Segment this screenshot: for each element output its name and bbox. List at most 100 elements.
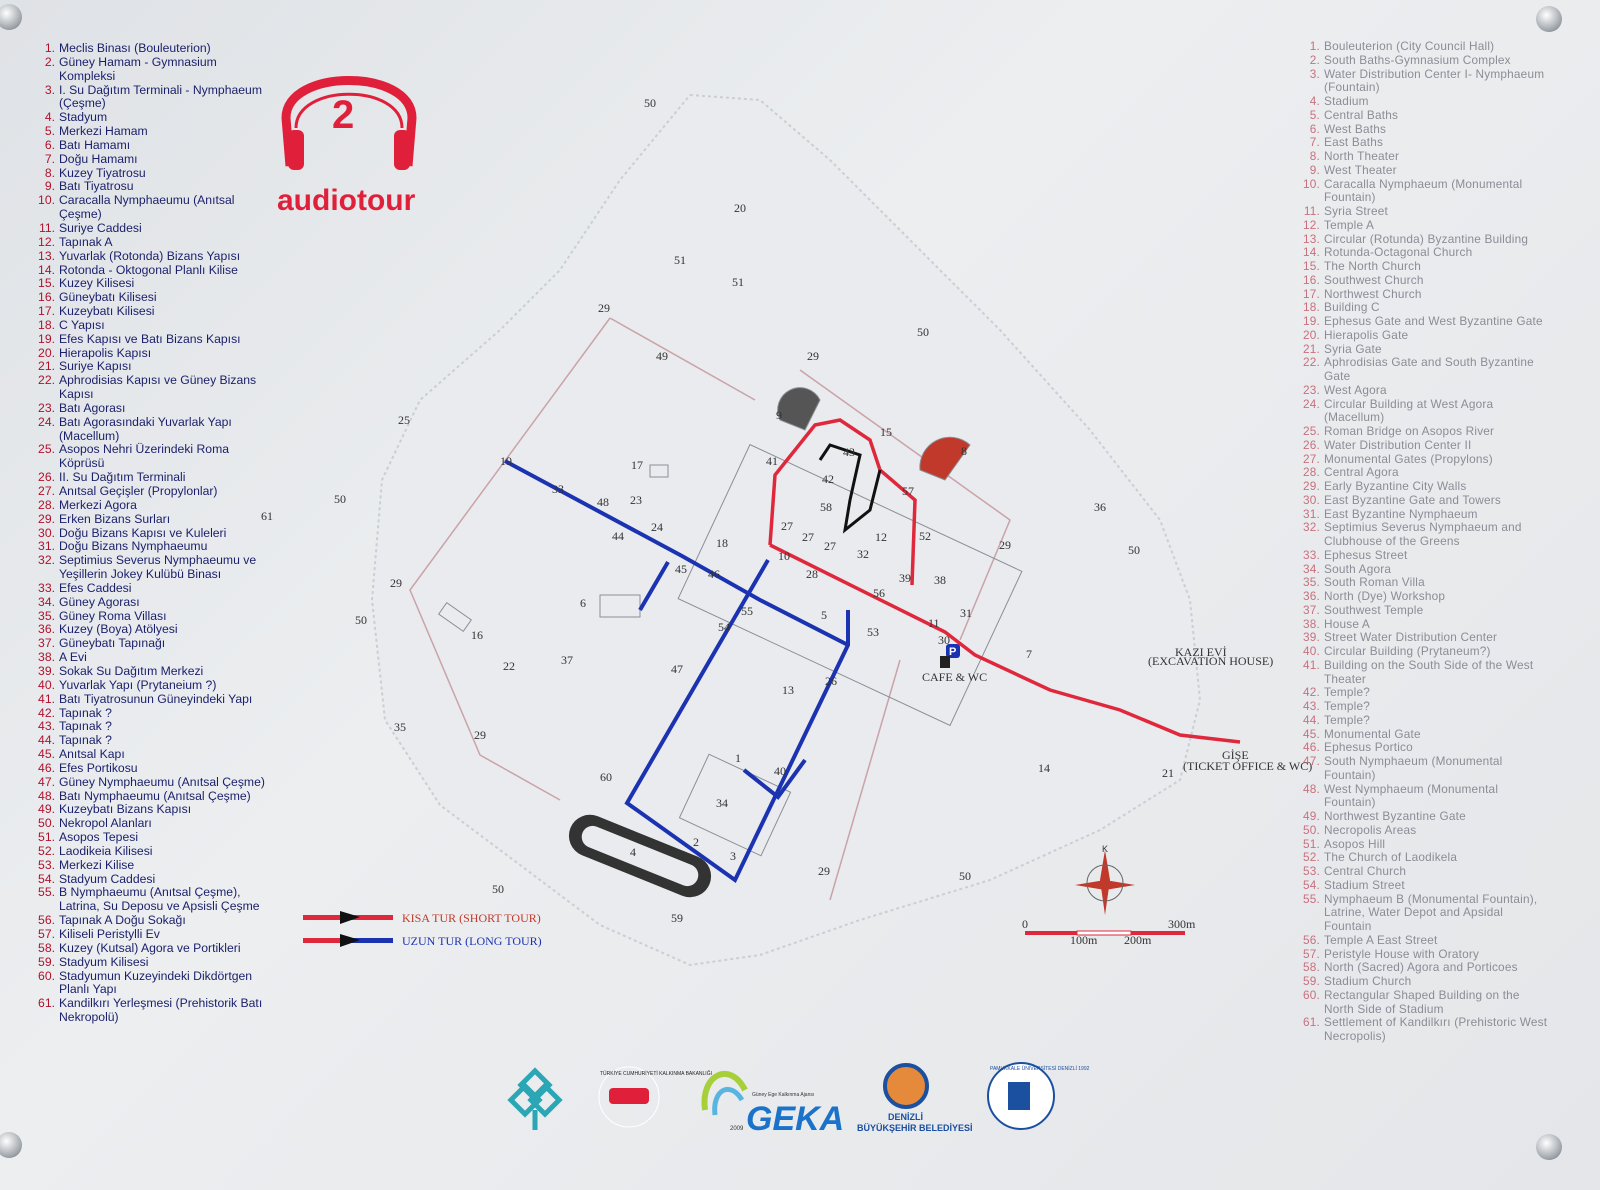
item-label: Güney Hamam - Gymnasium Kompleksi	[59, 54, 217, 83]
item-label: Water Distribution Center I- Nymphaeum (…	[1324, 66, 1545, 95]
item-label: Rectangular Shaped Building on the North…	[1324, 987, 1520, 1016]
list-item: 46.Efes Portikosu	[32, 761, 272, 776]
map-marker: 59	[671, 911, 683, 925]
item-number: 34.	[38, 594, 55, 609]
item-number: 2.	[44, 54, 55, 69]
item-label: Anıtsal Kapı	[59, 747, 125, 762]
item-number: 28.	[1303, 465, 1320, 480]
list-item: 29.Early Byzantine City Walls	[1298, 479, 1548, 494]
item-label: Batı Agorası	[59, 400, 126, 415]
list-item: 60.Rectangular Shaped Building on the No…	[1298, 987, 1548, 1017]
item-number: 55.	[1303, 891, 1320, 906]
item-number: 29.	[1303, 479, 1320, 493]
item-label: Settlement of Kandilkırı (Prehistoric We…	[1324, 1015, 1548, 1043]
item-number: 34.	[1303, 561, 1320, 576]
item-number: 4.	[1309, 94, 1320, 108]
item-label: Caracalla Nymphaeumu (Anıtsal Çeşme)	[59, 193, 235, 222]
list-item: 35.Güney Roma Villası	[32, 608, 272, 624]
item-label: Tapınak A	[59, 234, 113, 249]
list-item: 4.Stadium	[1298, 94, 1548, 109]
list-item: 20.Hierapolis Gate	[1298, 328, 1548, 343]
map-marker: 45	[675, 562, 687, 576]
map-marker: 50	[334, 492, 346, 506]
list-item: 18.Building C	[1298, 300, 1548, 315]
list-item: 34.South Agora	[1298, 561, 1548, 577]
map-marker: 50	[917, 325, 929, 339]
item-label: Circular Building at West Agora (Macellu…	[1324, 396, 1494, 425]
map-marker: 54	[718, 620, 730, 634]
list-item: 50.Necropolis Areas	[1298, 823, 1548, 838]
item-number: 36.	[38, 622, 55, 637]
list-item: 11.Syria Street	[1298, 204, 1548, 219]
list-item: 45.Anıtsal Kapı	[32, 747, 272, 762]
city-wall	[409, 317, 611, 801]
item-label: Circular Building (Prytaneum?)	[1324, 644, 1491, 658]
item-number: 5.	[44, 124, 55, 139]
list-item: 44.Temple?	[1298, 713, 1548, 728]
item-label: Yuvarlak Yapı (Prytaneium ?)	[59, 677, 217, 692]
list-item: 25.Asopos Nehri Üzerindeki Roma Köprüsü	[32, 443, 272, 471]
map-marker: 32	[857, 547, 869, 561]
culture-ministry-logo	[507, 1067, 563, 1130]
item-label: Southwest Temple	[1324, 602, 1424, 617]
map-marker: 6	[580, 596, 586, 610]
list-item: 16.Güneybatı Kilisesi	[32, 290, 272, 305]
item-number: 51.	[38, 830, 55, 845]
list-item: 53.Central Church	[1298, 864, 1548, 879]
item-number: 58.	[38, 940, 55, 955]
city-wall	[799, 369, 1011, 641]
item-label: Hierapolis Kapısı	[59, 345, 152, 360]
item-number: 49.	[1303, 809, 1320, 823]
item-number: 57.	[1303, 946, 1320, 961]
city-wall	[609, 317, 756, 401]
map-marker: 13	[782, 683, 794, 697]
list-item: 14.Rotunda-Octagonal Church	[1298, 245, 1548, 260]
list-item: 3.I. Su Dağıtım Terminali - Nymphaeum (Ç…	[32, 83, 272, 112]
list-item: 4.Stadyum	[32, 110, 272, 125]
map-marker: 17	[631, 458, 643, 472]
item-number: 45.	[1303, 726, 1320, 741]
item-label: Batı Tiyatrosu	[59, 179, 134, 194]
list-item: 19.Efes Kapısı ve Batı Bizans Kapısı	[32, 332, 272, 347]
map-marker: 51	[674, 253, 686, 267]
item-label: Syria Gate	[1324, 341, 1382, 356]
map-marker: 38	[934, 573, 946, 587]
item-label: House A	[1324, 616, 1370, 631]
item-number: 8.	[44, 165, 55, 180]
item-number: 51.	[1303, 836, 1320, 851]
item-number: 6.	[1309, 121, 1320, 136]
scale-mid2: 200m	[1124, 933, 1152, 947]
item-label: Erken Bizans Surları	[59, 511, 171, 526]
item-label: Aphrodisias Gate and South Byzantine Gat…	[1324, 355, 1534, 383]
item-number: 35.	[38, 608, 55, 623]
map-marker: 26	[825, 674, 837, 688]
list-item: 61. Settlement of Kandilkırı (Prehistoric…	[1298, 1015, 1548, 1044]
item-label: Kiliseli Peristylli Ev	[59, 927, 160, 941]
item-label: Batı Agorasındaki Yuvarlak Yapı (Macellu…	[59, 414, 232, 443]
list-item: 53.Merkezi Kilise	[32, 858, 272, 873]
item-number: 61.	[1303, 1015, 1320, 1030]
list-item: 42.Temple?	[1298, 685, 1548, 700]
map-marker: 57	[902, 484, 914, 498]
list-item: 49.Northwest Byzantine Gate	[1298, 809, 1548, 824]
item-label: Aphrodisias Kapısı ve Güney Bizans Kapıs…	[59, 373, 257, 402]
item-number: 50.	[38, 816, 55, 831]
map-marker: 44	[612, 529, 624, 543]
item-label: Doğu Bizans Kapısı ve Kuleleri	[59, 525, 227, 540]
list-item: 54.Stadium Street	[1298, 878, 1548, 893]
item-number: 42.	[1303, 685, 1320, 700]
list-item: 37.Güneybatı Tapınağı	[32, 636, 272, 651]
geka-text: GEKA	[746, 1100, 844, 1138]
map-marker: 23	[630, 493, 642, 507]
map-marker: 25	[398, 413, 410, 427]
item-number: 47.	[38, 774, 55, 789]
list-item: 25.Roman Bridge on Asopos River	[1298, 424, 1548, 439]
list-item: 9.West Theater	[1298, 163, 1548, 178]
list-item: 28.Merkezi Agora	[32, 497, 272, 513]
item-label: Caracalla Nymphaeum (Monumental Fountain…	[1324, 176, 1523, 205]
list-item: 46.Ephesus Portico	[1298, 740, 1548, 755]
item-label: Building C	[1324, 300, 1380, 315]
item-label: Merkezi Agora	[59, 497, 137, 512]
list-item: 43.Temple?	[1298, 699, 1548, 714]
